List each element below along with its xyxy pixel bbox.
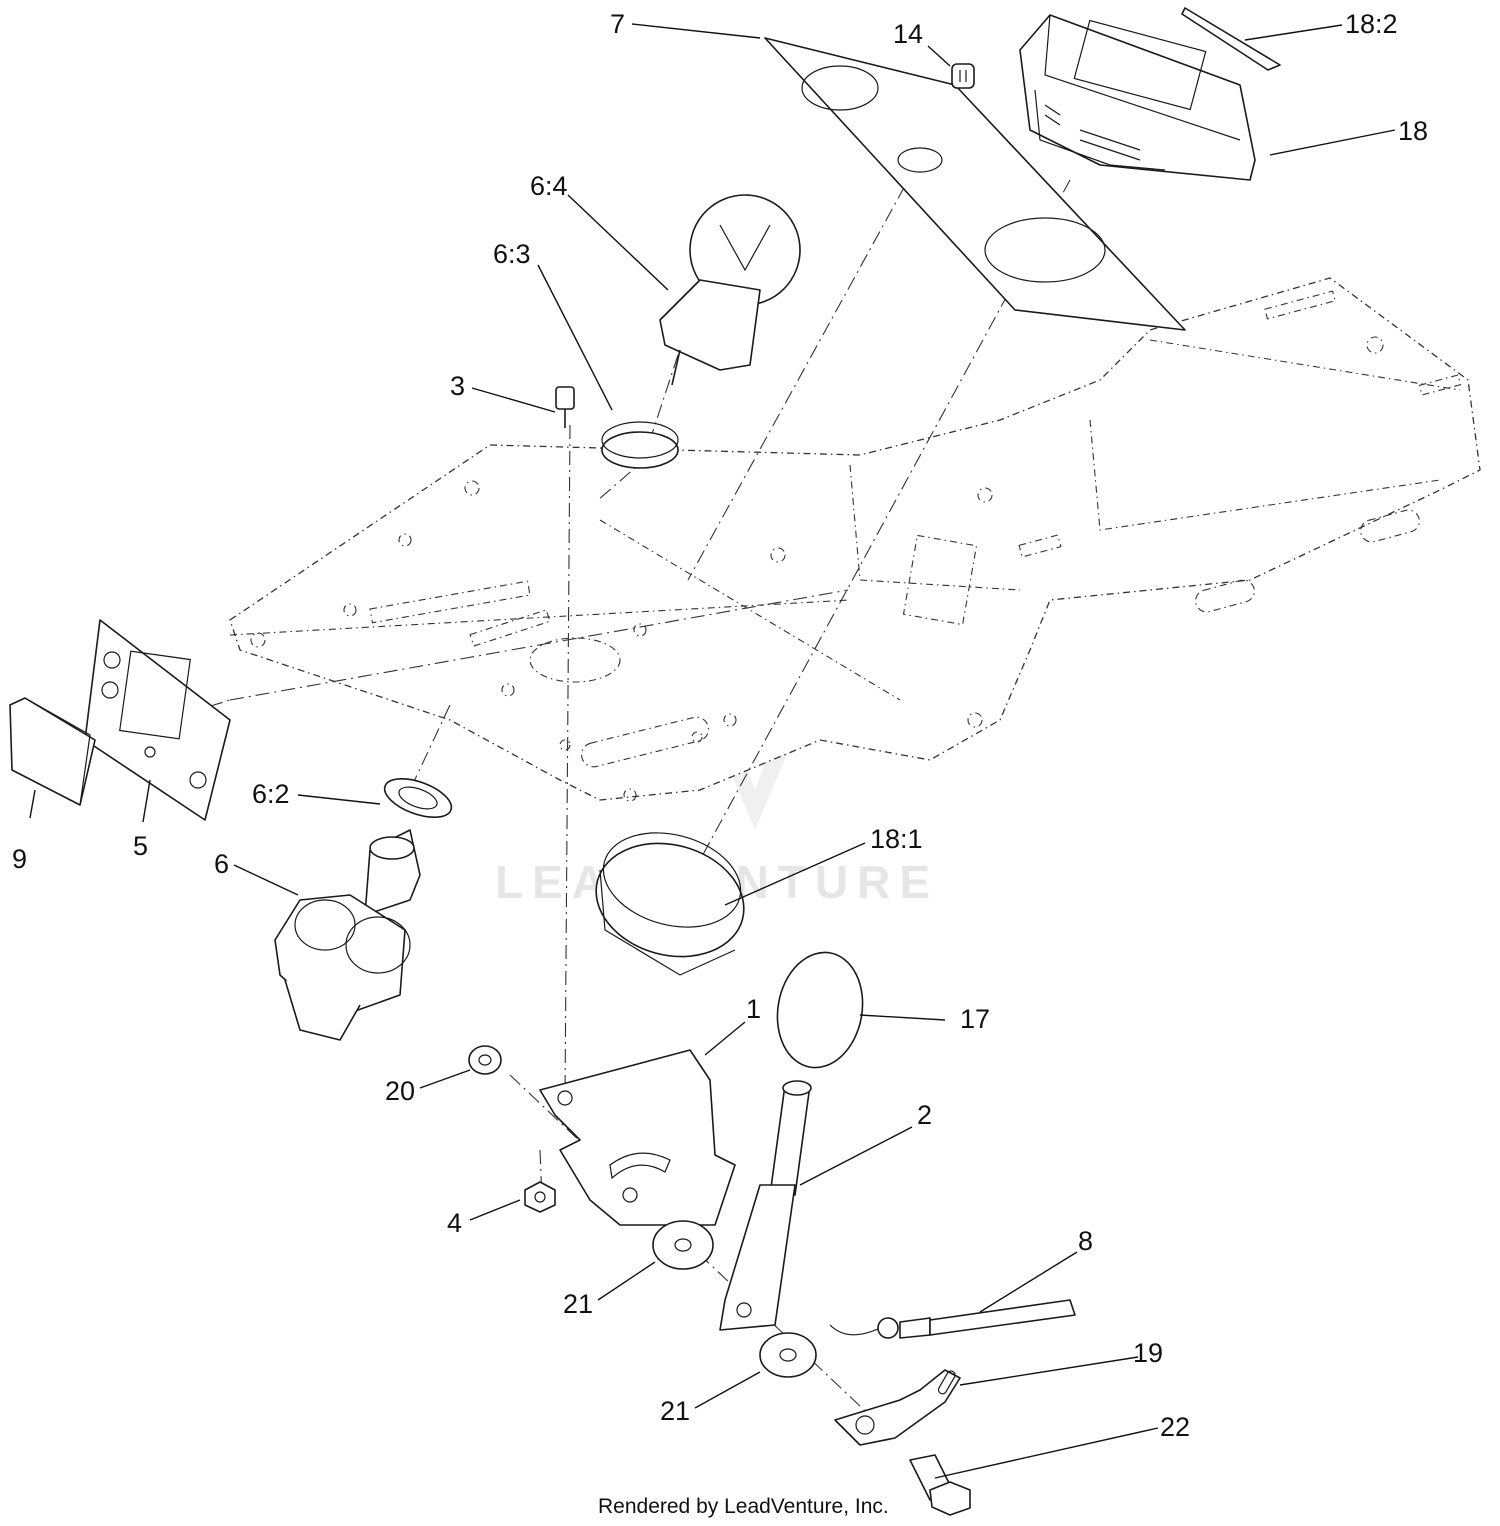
part-8-cable[interactable] (829, 1299, 1076, 1339)
callout-18-2: 18:2 (1345, 9, 1398, 39)
render-credit: Rendered by LeadVenture, Inc. (598, 1495, 889, 1518)
callout-9: 9 (12, 844, 27, 874)
part-6-2-nut[interactable] (380, 771, 457, 825)
part-2-lever[interactable] (719, 1080, 812, 1331)
part-3-bolt[interactable] (555, 386, 575, 428)
callout-4: 4 (447, 1208, 462, 1238)
callout-6: 6 (214, 849, 229, 879)
part-17-knob[interactable] (769, 946, 872, 1075)
part-6-3-nut[interactable] (601, 421, 679, 469)
part-7-decal[interactable] (764, 37, 1186, 331)
callout-6-3: 6:3 (493, 239, 531, 269)
callout-7: 7 (610, 9, 625, 39)
callout-1: 1 (746, 994, 761, 1024)
callout-22: 22 (1160, 1412, 1190, 1442)
callout-3: 3 (450, 371, 465, 401)
part-21-washer-upper[interactable] (652, 1220, 714, 1270)
callout-21-upper: 21 (563, 1289, 593, 1319)
callout-labels: 7 14 18:2 18 6:4 6:3 3 9 5 6:2 6 18:1 1 … (12, 9, 1428, 1442)
callout-5: 5 (133, 831, 148, 861)
callout-18-1: 18:1 (870, 824, 923, 854)
part-20-grommet[interactable] (468, 1045, 502, 1075)
part-18-meter[interactable] (1019, 14, 1256, 181)
part-4-nut[interactable] (524, 1181, 556, 1213)
callout-8: 8 (1078, 1226, 1093, 1256)
callout-2: 2 (917, 1100, 932, 1130)
part-21-washer-lower[interactable] (759, 1332, 817, 1378)
part-18-2-lens[interactable] (1181, 7, 1281, 71)
mount-plate-phantom (229, 277, 1481, 802)
callout-18: 18 (1398, 116, 1428, 146)
part-1-bracket[interactable] (539, 1049, 736, 1226)
callout-6-2: 6:2 (252, 779, 290, 809)
part-9-cover[interactable] (9, 697, 96, 806)
part-14-plug[interactable] (951, 63, 975, 89)
callout-6-4: 6:4 (530, 171, 568, 201)
part-6-switch[interactable] (274, 829, 421, 1041)
callout-20: 20 (385, 1076, 415, 1106)
callout-17: 17 (960, 1004, 990, 1034)
part-18-1-ring-nut[interactable] (583, 818, 756, 976)
part-5-panel-decal[interactable] (84, 619, 231, 821)
part-6-4-bulb[interactable] (659, 194, 801, 386)
leader-lines (29, 23, 1396, 1479)
part-22-bolt[interactable] (909, 1454, 971, 1516)
callout-14: 14 (893, 19, 923, 49)
callout-19: 19 (1133, 1338, 1163, 1368)
callout-21-lower: 21 (660, 1396, 690, 1426)
part-19-arm[interactable] (834, 1369, 961, 1446)
